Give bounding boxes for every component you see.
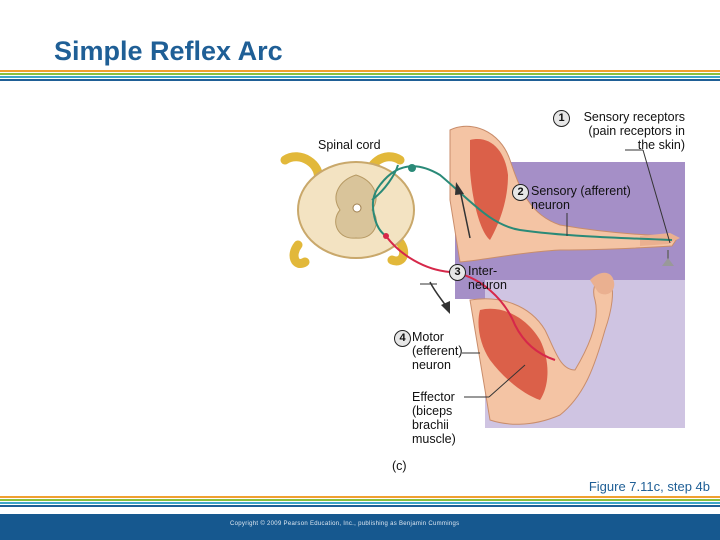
copyright-text: Copyright © 2009 Pearson Education, Inc.… — [230, 521, 460, 527]
spinal-cord-label: Spinal cord — [318, 138, 381, 152]
lower-arm — [469, 272, 615, 425]
bottom-divider — [0, 496, 720, 508]
spinal-cord — [280, 152, 415, 268]
step-3-badge: 3 — [449, 264, 466, 281]
top-divider — [0, 70, 720, 82]
slide-title: Simple Reflex Arc — [54, 36, 283, 66]
pin-icon — [662, 250, 674, 266]
step-1-badge: 1 — [553, 110, 570, 127]
figure-caption: Figure 7.11c, step 4b — [588, 479, 710, 494]
step-2-label: Sensory (afferent) neuron — [531, 184, 631, 212]
step-1-label: Sensory receptors (pain receptors in the… — [583, 110, 685, 152]
panel-label: (c) — [392, 459, 407, 473]
arrow-up-icon — [455, 182, 471, 239]
motor-neuron-path — [385, 235, 556, 361]
step-2-badge: 2 — [512, 184, 529, 201]
step-3-label: Inter- neuron — [468, 264, 507, 292]
step-4-label: Motor (efferent) neuron — [412, 330, 463, 372]
sensory-ganglion — [408, 164, 416, 172]
effector-label: Effector (biceps brachii muscle) — [412, 390, 456, 446]
arrow-down-icon — [429, 281, 450, 314]
footer-bar: Copyright © 2009 Pearson Education, Inc.… — [0, 514, 720, 540]
step-4-badge: 4 — [394, 330, 411, 347]
